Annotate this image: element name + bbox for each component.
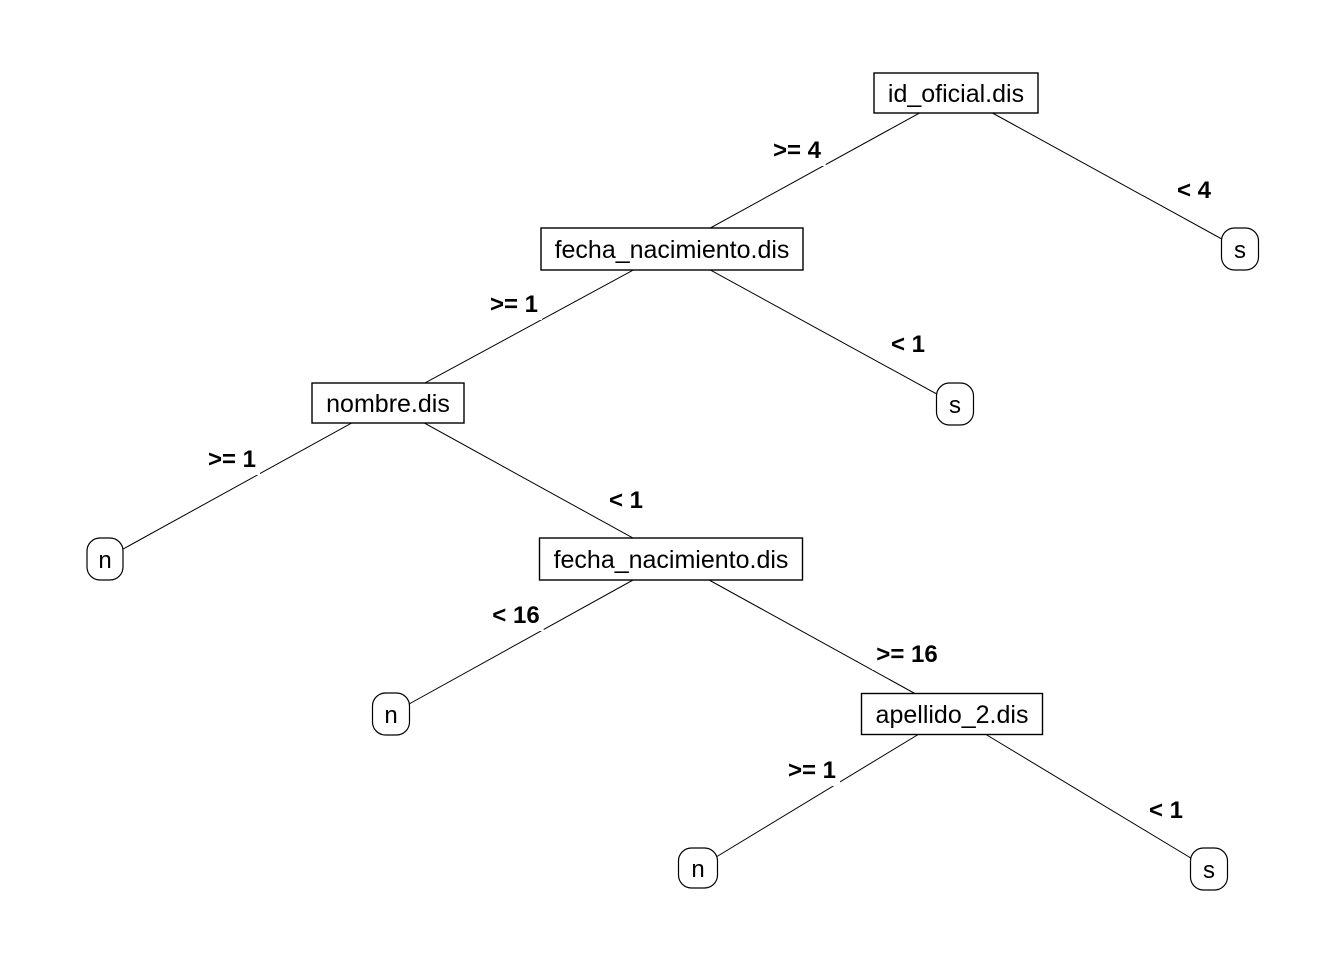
tree-edge xyxy=(387,402,672,560)
edge-label-background xyxy=(768,135,826,166)
edge-label-background xyxy=(488,600,544,631)
edge-label-background xyxy=(1144,795,1188,826)
edge-condition-label: >= 16 xyxy=(876,641,937,668)
edge-label-background xyxy=(203,444,261,475)
tree-edge xyxy=(697,713,953,869)
leaf-class-label: n xyxy=(98,547,111,574)
split-node-box xyxy=(538,537,804,581)
split-node-box xyxy=(873,72,1039,114)
edge-labels-layer: >= 4 < 4 >= 1 < 1 >= 1 < 1 < 16 >= 16 >= 1 < 1 xyxy=(203,135,1216,826)
edge-condition-label: < 1 xyxy=(609,487,643,514)
edge-label-background xyxy=(485,289,543,320)
leaf-node-box xyxy=(371,692,411,736)
tree-edge xyxy=(104,402,389,560)
split-variable-label: id_oficial.dis xyxy=(888,80,1024,108)
edge-condition-label: < 1 xyxy=(1149,797,1183,824)
edge-label-background xyxy=(783,755,841,786)
leaf-node-box xyxy=(1220,227,1260,271)
leaf-node-box xyxy=(677,847,719,889)
split-node-box xyxy=(540,227,804,271)
edge-condition-label: < 1 xyxy=(891,331,925,358)
leaf-node-box xyxy=(86,537,124,581)
edge-label-background xyxy=(1172,175,1216,206)
split-node-box xyxy=(860,692,1044,736)
edge-condition-label: >= 1 xyxy=(208,446,256,473)
tree-edge xyxy=(671,92,957,250)
tree-edge xyxy=(955,92,1241,250)
tree-edge xyxy=(951,713,1210,870)
split-node-box xyxy=(311,382,465,424)
leaf-node-box xyxy=(935,382,975,426)
edge-condition-label: >= 4 xyxy=(773,137,822,164)
split-variable-label: fecha_nacimiento.dis xyxy=(555,236,790,264)
edge-condition-label: >= 1 xyxy=(490,291,538,318)
tree-edge xyxy=(671,248,956,405)
edge-label-background xyxy=(604,485,648,516)
edges-layer xyxy=(104,92,1241,870)
edge-label-background xyxy=(872,639,942,670)
leaf-class-label: s xyxy=(949,392,961,419)
split-variable-label: nombre.dis xyxy=(326,390,450,418)
tree-edge xyxy=(387,248,673,404)
edge-condition-label: < 16 xyxy=(492,602,539,629)
split-variable-label: apellido_2.dis xyxy=(876,701,1029,729)
tree-edge xyxy=(670,558,953,715)
leaf-class-label: n xyxy=(384,702,397,729)
tree-edge xyxy=(390,558,672,715)
leaf-class-label: s xyxy=(1203,857,1215,884)
leaf-class-label: s xyxy=(1234,237,1246,264)
edge-condition-label: < 4 xyxy=(1177,177,1212,204)
leaf-class-label: n xyxy=(691,856,704,883)
split-variable-label: fecha_nacimiento.dis xyxy=(554,546,789,574)
edge-label-background xyxy=(886,329,930,360)
leaf-node-box xyxy=(1189,847,1229,891)
edge-condition-label: >= 1 xyxy=(788,757,836,784)
